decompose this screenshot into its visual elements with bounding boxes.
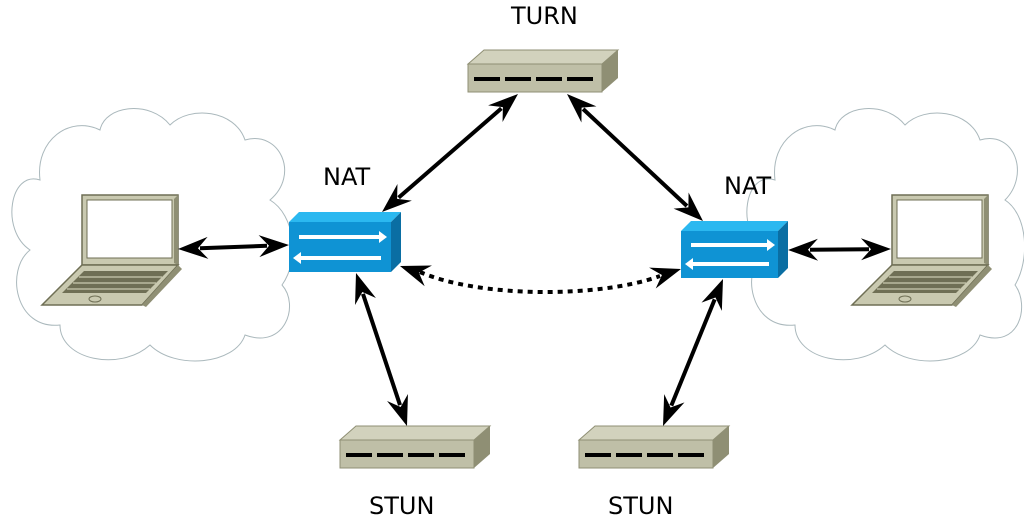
stun-server-right	[577, 425, 731, 469]
stun-server-left	[338, 425, 492, 469]
connection-arrows	[178, 94, 891, 426]
nat-router-right	[681, 221, 788, 278]
turn-label: TURN	[511, 2, 578, 30]
nat-right-label: NAT	[724, 172, 772, 200]
arrow-nat-right-to-stun-right	[663, 279, 723, 426]
nat-left-label: NAT	[323, 163, 371, 191]
stun-left-label: STUN	[369, 492, 435, 520]
laptop-right	[850, 194, 992, 307]
arrow-nat-left-to-stun-left	[355, 273, 408, 426]
arrow-nat-left-to-turn	[382, 94, 518, 212]
arrow-turn-to-nat-right	[567, 94, 703, 221]
arrow-laptop-left-to-nat-left	[178, 235, 289, 259]
nat-router-left	[289, 212, 401, 272]
nat-left-right-arrow-icon	[299, 231, 387, 243]
nat-right-right-arrow-icon	[691, 239, 775, 251]
arrow-nat-left-to-nat-right	[400, 265, 681, 294]
turn-server	[466, 49, 620, 93]
arrow-nat-right-to-laptop-right	[788, 238, 891, 261]
nat-left-left-arrow-icon	[293, 252, 381, 264]
laptop-left	[40, 194, 182, 307]
stun-right-label: STUN	[608, 492, 674, 520]
nat-right-left-arrow-icon	[685, 258, 769, 270]
